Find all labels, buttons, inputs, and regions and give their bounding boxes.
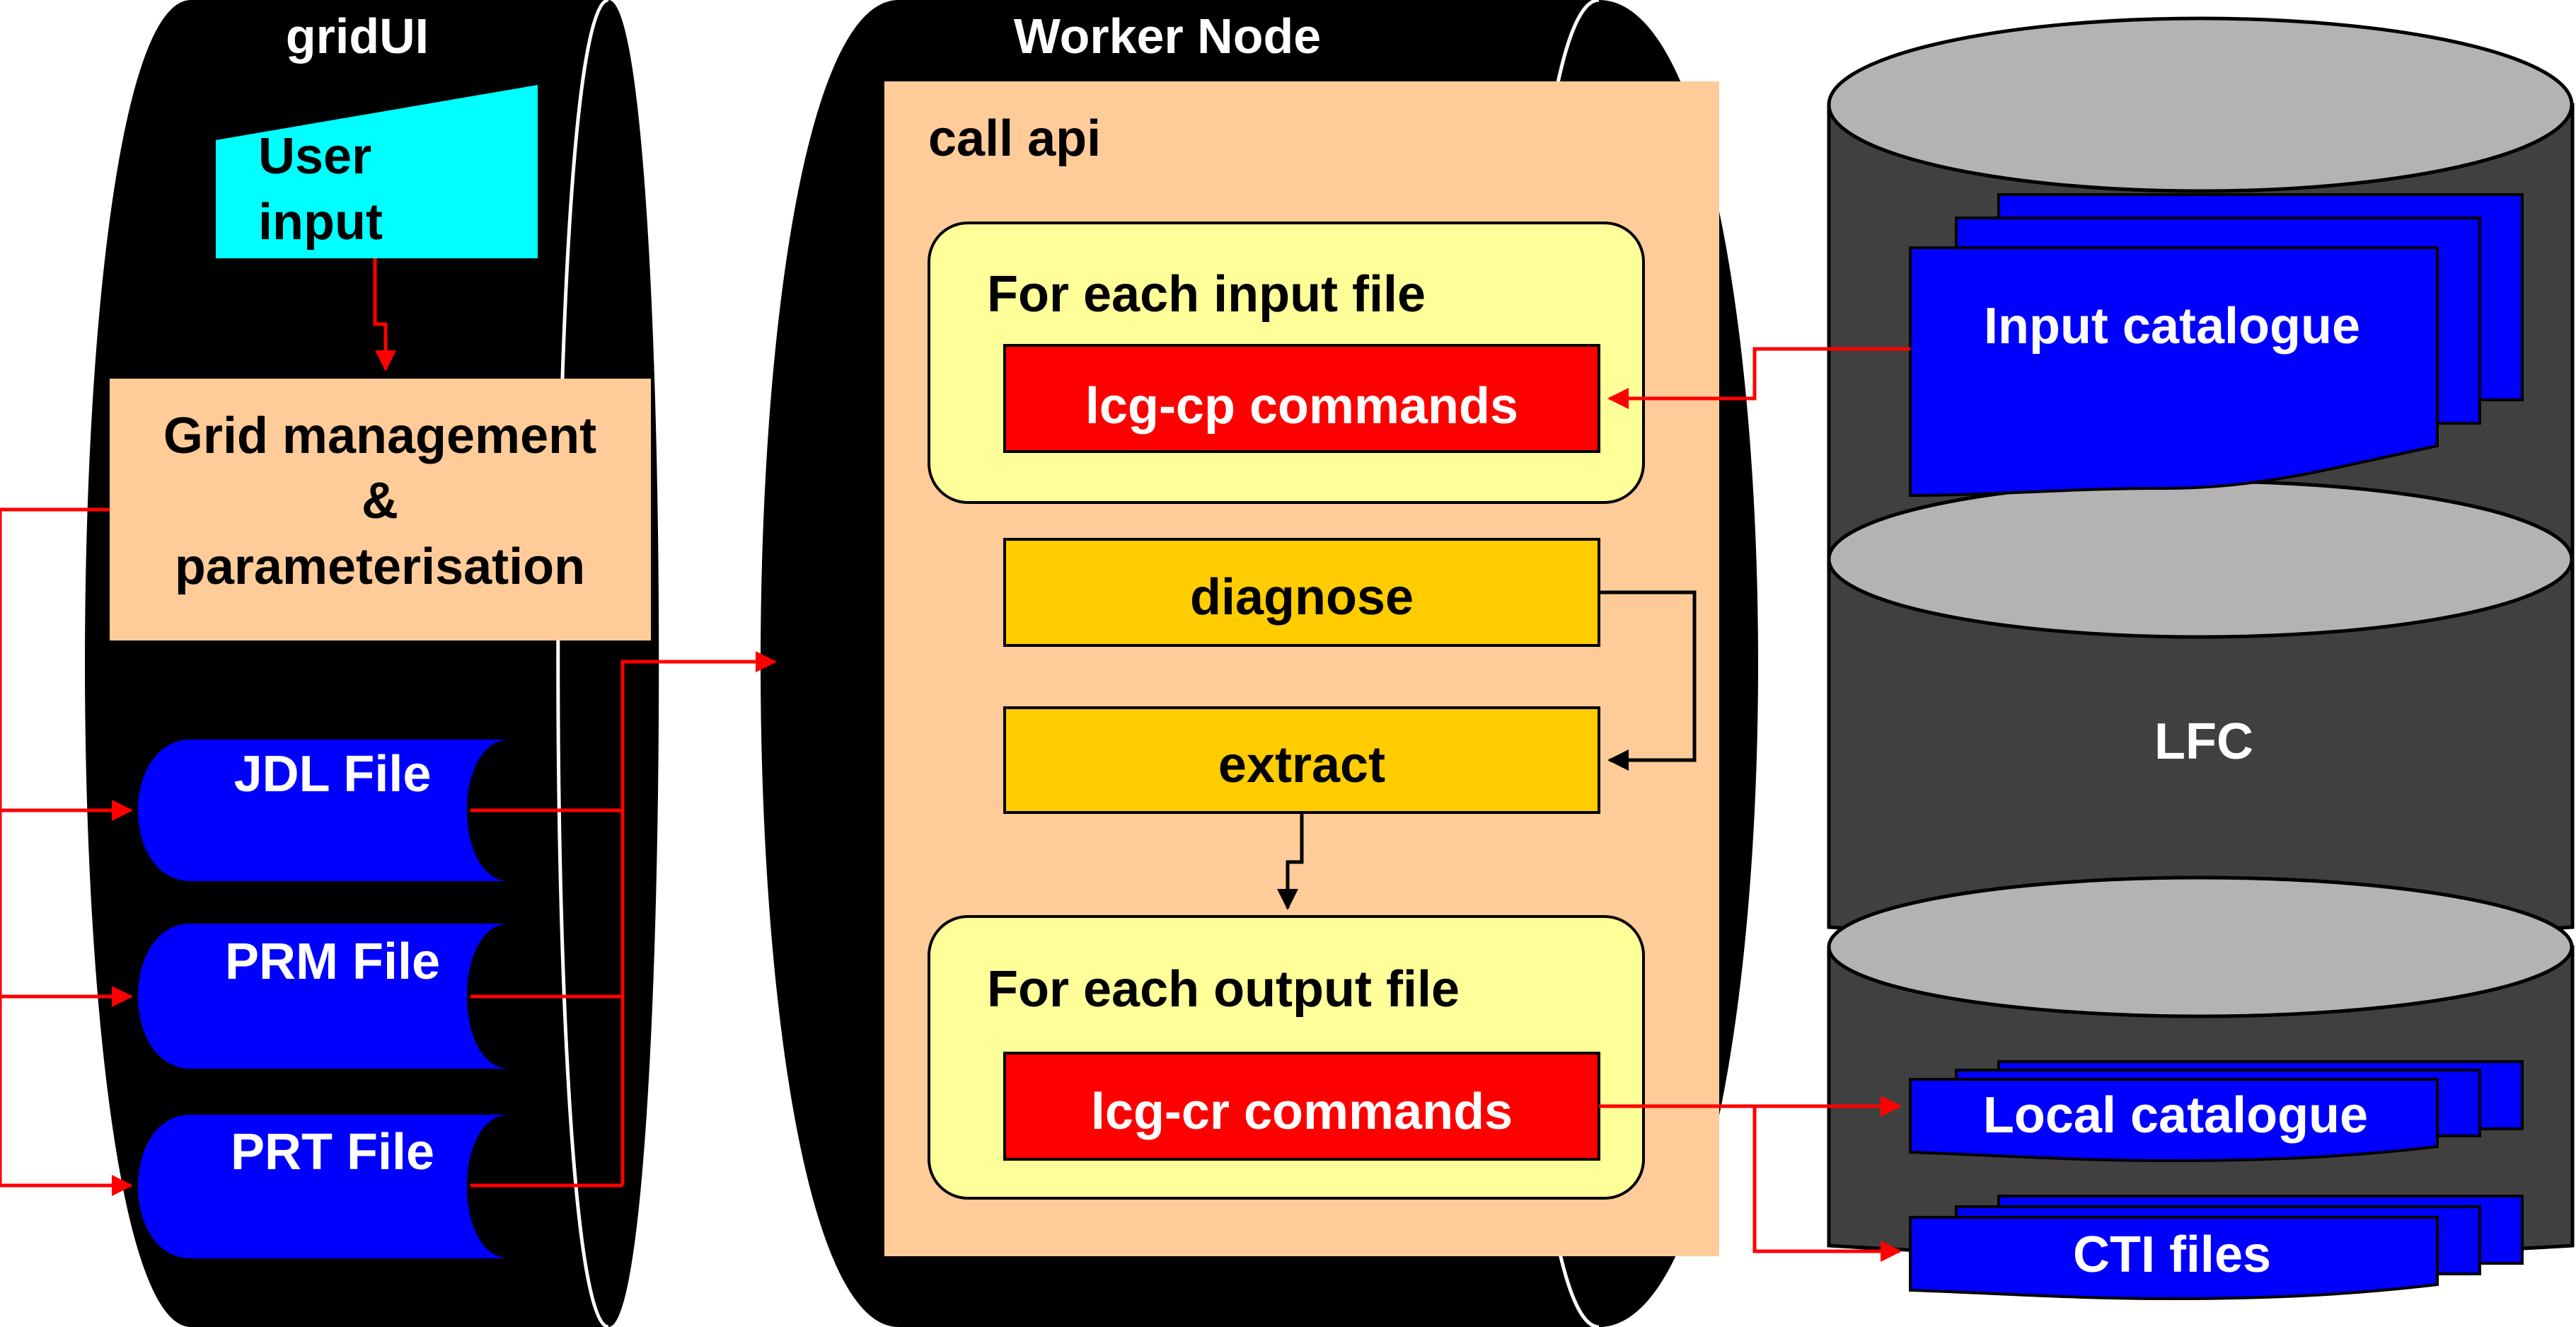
cti-files: CTI files bbox=[1909, 1195, 2524, 1301]
lcg-cr-box bbox=[1003, 1052, 1600, 1161]
prt-file: PRT File bbox=[138, 1115, 509, 1258]
output-loop-label: For each output file bbox=[987, 961, 1460, 1018]
extract-label: extract bbox=[1218, 737, 1385, 793]
diagnose-box bbox=[1003, 538, 1600, 647]
arrow-extract-to-output bbox=[1277, 812, 1304, 910]
prm-file-label: PRM File bbox=[225, 934, 440, 990]
grid-management-line2: & bbox=[362, 473, 398, 529]
connector-grid-bus bbox=[0, 507, 110, 1185]
lcg-cr-label: lcg-cr commands bbox=[1091, 1084, 1513, 1140]
grid-management-line3: parameterisation bbox=[175, 539, 585, 595]
jdl-file: JDL File bbox=[138, 740, 509, 881]
local-catalogue-label: Local catalogue bbox=[1983, 1087, 2368, 1144]
arrow-lcg-cr-to-cti bbox=[1752, 1106, 1902, 1262]
arrow-files-to-worker bbox=[620, 651, 777, 1185]
arrow-catalogue-to-lcg-cp bbox=[1607, 347, 1910, 409]
jdl-file-label: JDL File bbox=[234, 746, 432, 803]
cti-files-label: CTI files bbox=[2073, 1227, 2271, 1283]
extract-box bbox=[1003, 706, 1600, 814]
lfc-label: LFC bbox=[2154, 713, 2253, 770]
input-catalogue: Input catalogue bbox=[1909, 193, 2524, 498]
user-input-label-line1: User bbox=[258, 128, 371, 185]
input-loop-label: For each input file bbox=[987, 266, 1426, 323]
prt-file-label: PRT File bbox=[231, 1124, 434, 1180]
arrow-diagnose-to-extract bbox=[1599, 590, 1697, 771]
local-catalogue: Local catalogue bbox=[1909, 1060, 2524, 1163]
gridui-title: gridUI bbox=[286, 8, 429, 64]
diagnose-label: diagnose bbox=[1190, 569, 1414, 626]
grid-management-box: Grid management & parameterisation bbox=[110, 379, 651, 640]
input-catalogue-label: Input catalogue bbox=[1984, 298, 2360, 355]
arrow-user-to-grid bbox=[373, 258, 396, 372]
user-input-label-line2: input bbox=[258, 194, 383, 251]
prm-file: PRM File bbox=[138, 924, 509, 1069]
worker-node-title: Worker Node bbox=[1014, 8, 1321, 64]
grid-management-line1: Grid management bbox=[163, 408, 596, 464]
user-input-box: User input bbox=[216, 85, 538, 258]
lcg-cp-box bbox=[1003, 344, 1600, 453]
lcg-cp-label: lcg-cp commands bbox=[1085, 378, 1518, 435]
call-api-label: call api bbox=[928, 110, 1101, 167]
